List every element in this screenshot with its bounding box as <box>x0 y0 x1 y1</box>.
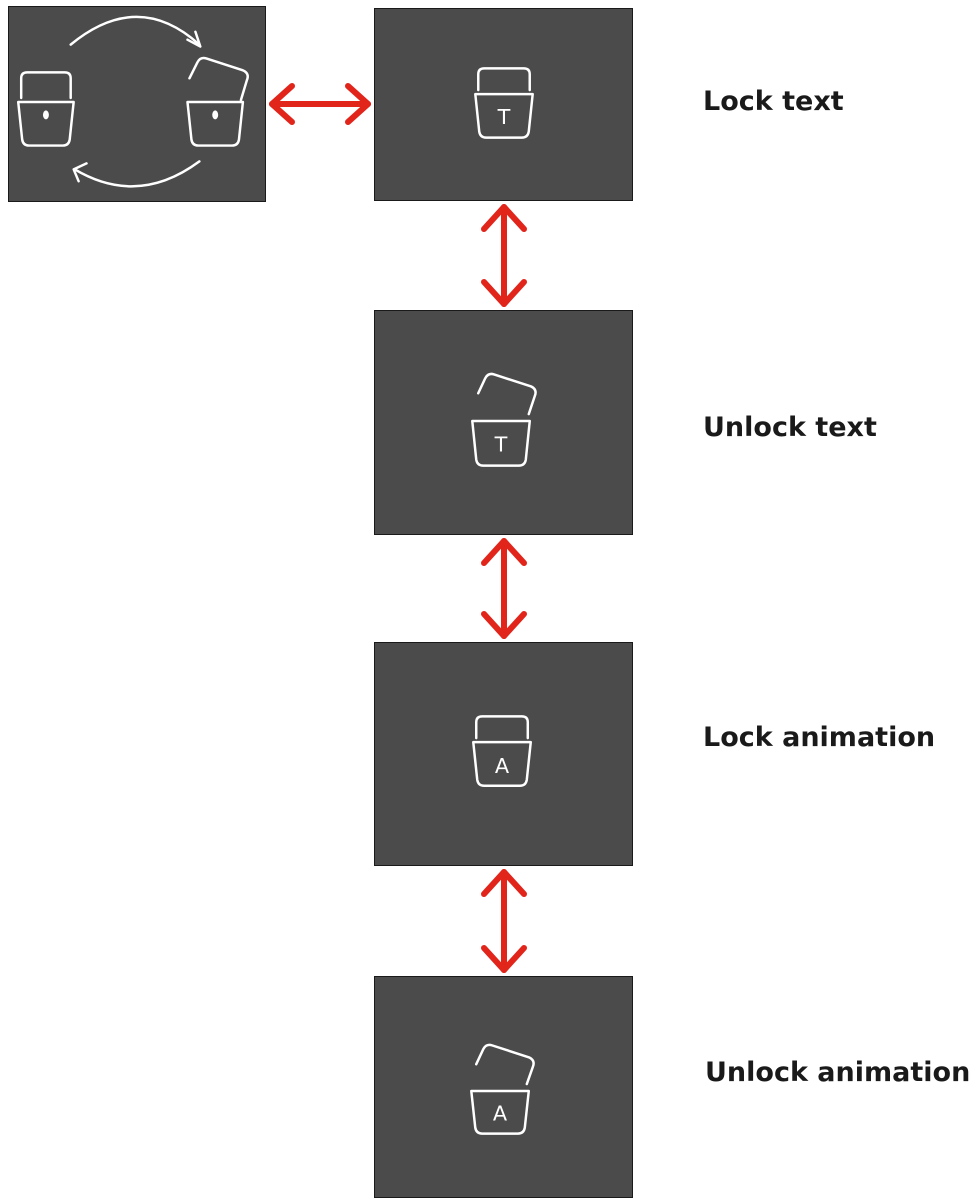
lock-shackle-open <box>188 56 249 102</box>
lock-body-left <box>16 100 75 147</box>
lock-open-text-icon: T <box>471 372 537 467</box>
keyhole-left <box>42 110 49 120</box>
lock-body-right <box>186 100 245 147</box>
lock-shackle-closed <box>19 71 72 100</box>
unlock-glyph: T <box>494 433 508 457</box>
unlock-anim-glyph: A <box>493 1102 508 1126</box>
double-arrow-vertical-2 <box>481 538 527 639</box>
label-lock-text: Lock text <box>703 86 844 117</box>
cycle-arrowhead-bottom <box>72 162 88 183</box>
lock-text-tile: T <box>374 8 633 201</box>
lock-anim-glyph: A <box>495 754 510 778</box>
lock-open-animation-icon: A <box>470 1043 535 1135</box>
keyhole-right <box>212 110 219 120</box>
lock-animation-tile: A <box>374 642 633 866</box>
lock-cycle-tile <box>8 6 266 202</box>
cycle-arrow-bottom <box>73 160 201 188</box>
label-lock-animation: Lock animation <box>703 722 936 753</box>
unlock-animation-tile: A <box>374 976 633 1198</box>
lock-cycle-icon <box>16 15 249 188</box>
double-arrow-vertical-3 <box>481 869 527 973</box>
lock-closed-animation-icon: A <box>472 715 532 787</box>
double-arrow-vertical-1 <box>481 204 527 307</box>
lock-closed-text-icon: T <box>474 67 534 139</box>
cycle-arrowhead-top <box>186 30 202 48</box>
lock-glyph: T <box>497 105 511 129</box>
double-arrow-horizontal <box>269 83 371 125</box>
label-unlock-text: Unlock text <box>703 412 877 443</box>
label-unlock-animation: Unlock animation <box>705 1057 969 1088</box>
unlock-text-tile: T <box>374 310 633 535</box>
cycle-arrow-top <box>69 15 201 46</box>
